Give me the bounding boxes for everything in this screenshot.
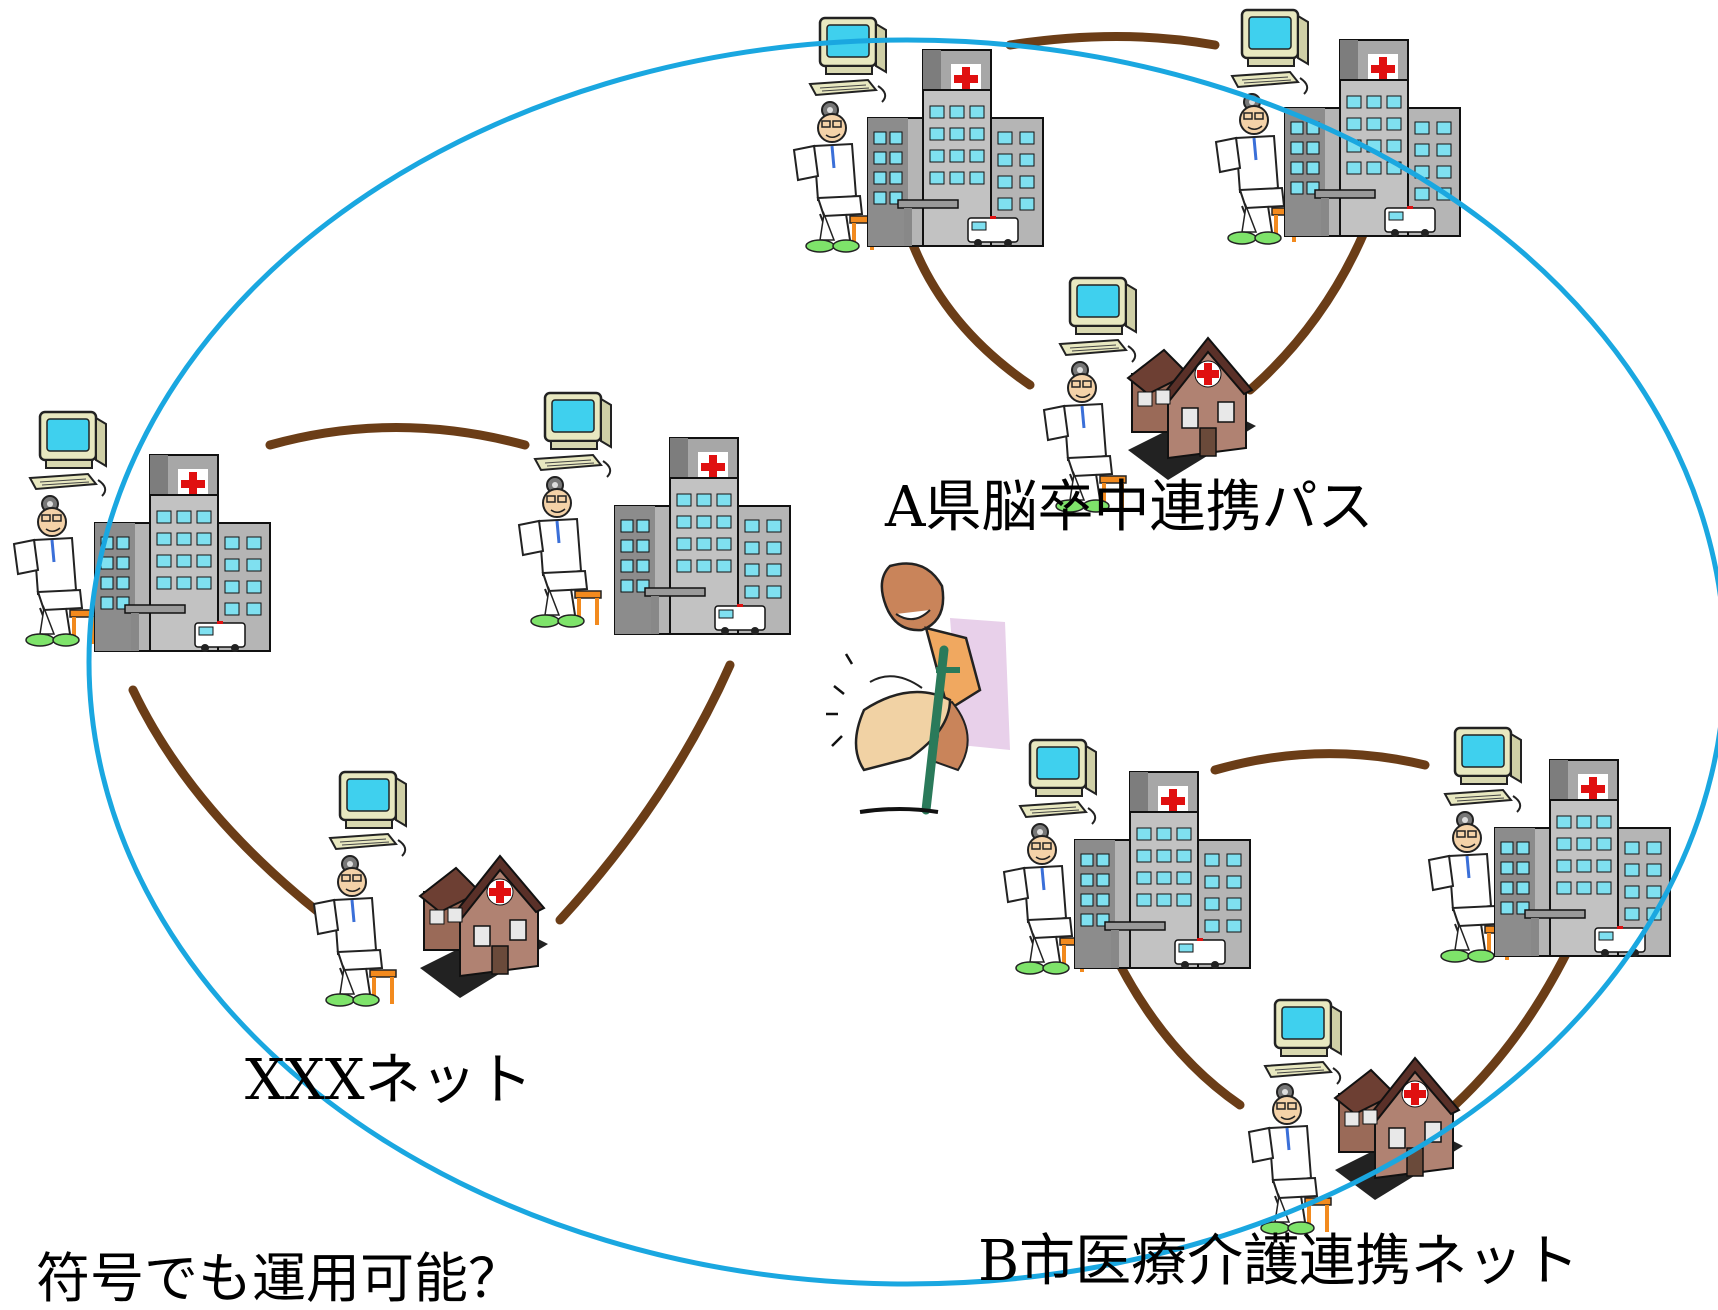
network-label-a-prefecture: A県脳卒中連携パス bbox=[885, 475, 1374, 540]
network-label-xxx: XXXネット bbox=[245, 1048, 533, 1113]
clinic-house-icon bbox=[1127, 337, 1257, 481]
network-label-b-city: B市医療介護連携ネット bbox=[978, 1229, 1580, 1294]
doctor-at-computer-icon bbox=[312, 770, 408, 1008]
hospital-building-icon bbox=[867, 49, 1044, 248]
connector-b-top bbox=[1210, 749, 1430, 775]
outer-region-ellipse bbox=[86, 37, 1718, 1287]
connector-xxx-top bbox=[265, 423, 530, 450]
doctor-at-computer-icon bbox=[1247, 998, 1343, 1236]
connector-xxx-left bbox=[128, 685, 327, 920]
connector-a-top bbox=[1005, 32, 1220, 50]
connector-b-left bbox=[1105, 940, 1245, 1110]
hospital-building-icon bbox=[1074, 771, 1251, 970]
doctor-at-computer-icon bbox=[517, 391, 613, 629]
question-caption: 符号でも運用可能？ bbox=[36, 1247, 522, 1310]
hospital-building-icon bbox=[614, 437, 791, 636]
patient-with-crutch-icon bbox=[826, 562, 1010, 815]
connector-xxx-right bbox=[555, 660, 735, 925]
hospital-building-icon bbox=[1494, 759, 1671, 958]
clinic-house-icon bbox=[419, 855, 549, 999]
hospital-building-icon bbox=[1284, 39, 1461, 238]
